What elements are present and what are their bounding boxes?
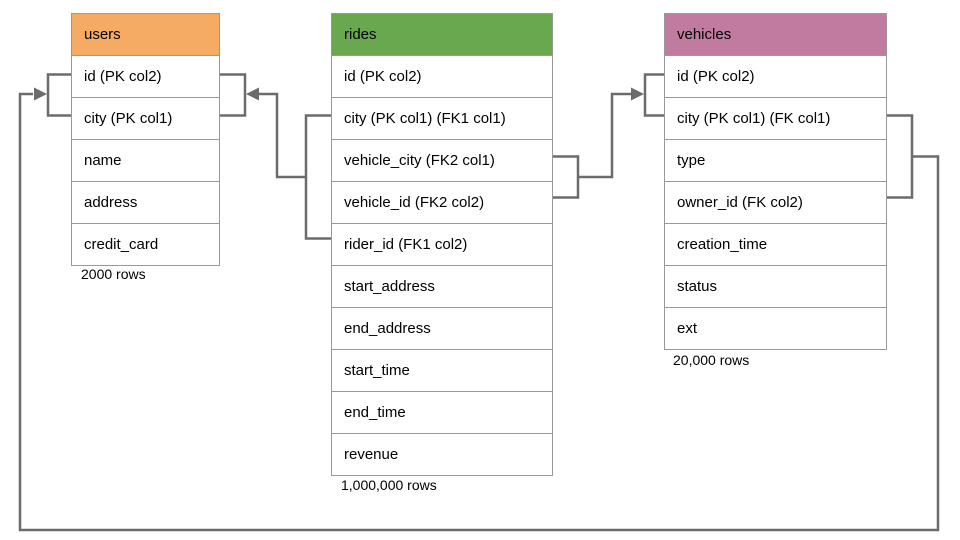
table-row-vehicles: owner_id (FK col2) [665,181,886,223]
table-row-rides: end_time [332,391,552,433]
table-row-rides: end_address [332,307,552,349]
table-row-rides: city (PK col1) (FK1 col1) [332,97,552,139]
fk1-rides-users-line [250,92,306,179]
vehicles-pk-left-bracket [643,73,665,117]
table-row-rides: id (PK col2) [332,55,552,97]
table-row-rides: revenue [332,433,552,475]
table-row-users: address [72,181,219,223]
table-row-vehicles: city (PK col1) (FK col1) [665,97,886,139]
table-row-vehicles: status [665,265,886,307]
table-row-vehicles: type [665,139,886,181]
table-vehicles-rowcount: 20,000 rows [673,352,750,368]
table-vehicles: vehicles id (PK col2)city (PK col1) (FK … [664,13,887,350]
table-row-vehicles: id (PK col2) [665,55,886,97]
fk-vehicles-bracket [887,114,914,199]
fk-arrowhead-icon [34,87,47,101]
table-users-title: users [72,14,219,55]
table-row-users: city (PK col1) [72,97,219,139]
table-row-users: id (PK col2) [72,55,219,97]
table-row-users: credit_card [72,223,219,265]
users-pk-left-bracket [46,73,71,117]
table-rides-rowcount: 1,000,000 rows [341,477,437,493]
table-row-rides: vehicle_city (FK2 col1) [332,139,552,181]
fk1-arrowhead-icon [246,87,259,101]
table-row-rides: vehicle_id (FK2 col2) [332,181,552,223]
fk1-rides-bracket [304,114,331,240]
table-rides-rows: id (PK col2)city (PK col1) (FK1 col1)veh… [332,55,552,475]
table-vehicles-rows: id (PK col2)city (PK col1) (FK col1)type… [665,55,886,349]
table-rides-title: rides [332,14,552,55]
table-vehicles-title: vehicles [665,14,886,55]
users-pk-right-bracket [220,73,247,117]
table-row-rides: start_address [332,265,552,307]
table-users-rowcount: 2000 rows [81,266,146,282]
table-row-rides: start_time [332,349,552,391]
fk2-arrowhead-icon [631,87,644,101]
table-row-vehicles: creation_time [665,223,886,265]
table-rides: rides id (PK col2)city (PK col1) (FK1 co… [331,13,553,476]
table-row-users: name [72,139,219,181]
fk2-rides-vehicles-line [578,92,635,179]
fk2-rides-bracket [553,155,580,199]
table-row-rides: rider_id (FK1 col2) [332,223,552,265]
table-row-vehicles: ext [665,307,886,349]
